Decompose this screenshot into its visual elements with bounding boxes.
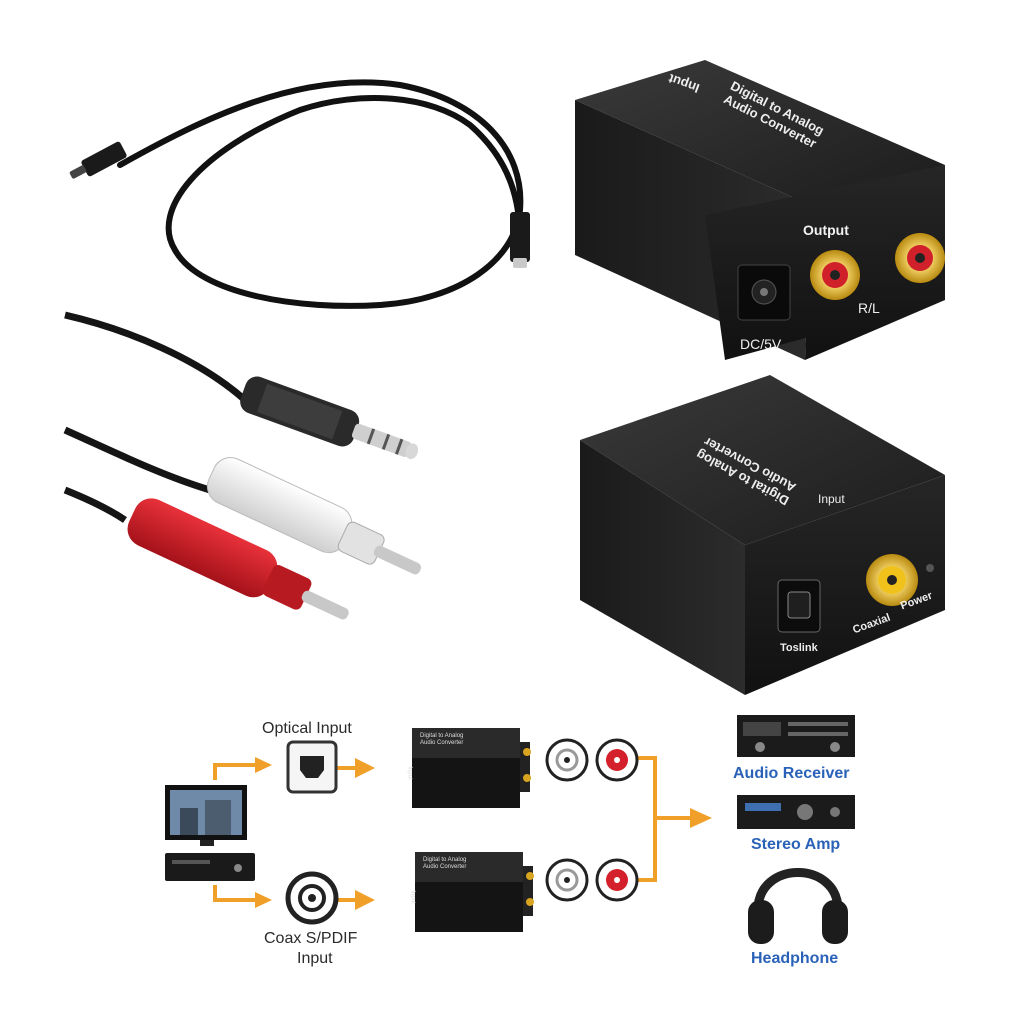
- rca-red-icon-2: [595, 858, 639, 902]
- stereo-amp-icon: [737, 795, 855, 829]
- coax-port-icon: [285, 871, 339, 925]
- converter-back-dc-label: DC/5V: [740, 336, 782, 352]
- mini-converter-2-input: Input: [409, 890, 416, 904]
- dvd-player-icon: [165, 853, 255, 881]
- converter-front-toslink-label: Toslink: [780, 642, 818, 654]
- rca-red-icon-1: [595, 738, 639, 782]
- converter-back-output-label: Output: [803, 222, 849, 238]
- stereo-amp-label: Stereo Amp: [751, 836, 841, 853]
- converter-front-device: [580, 375, 945, 695]
- optical-cable: [69, 79, 530, 309]
- mini-converter-1-input: Input: [406, 766, 413, 780]
- headphone-icon: [748, 868, 848, 944]
- mini-converter-2-title: Digital to Analog Audio Converter: [423, 857, 467, 870]
- coax-input-label-line1: Coax S/PDIF: [264, 930, 358, 947]
- optical-port-icon: [286, 740, 338, 794]
- rca-cable: [63, 311, 422, 620]
- headphone-label: Headphone: [751, 950, 839, 967]
- converter-front-input-label: Input: [818, 492, 845, 506]
- audio-receiver-icon: [737, 715, 855, 757]
- connection-diagram: [165, 715, 855, 944]
- converter-back-rl-label: R/L: [858, 300, 880, 316]
- mini-converter-2: [415, 852, 534, 932]
- tv-icon: [165, 785, 247, 846]
- mini-converter-1: [412, 728, 531, 808]
- coax-input-label-line2: Input: [297, 950, 333, 967]
- converter-back-device: [575, 60, 945, 360]
- rca-white-icon-1: [545, 738, 589, 782]
- audio-receiver-label: Audio Receiver: [733, 765, 850, 782]
- rca-white-icon-2: [545, 858, 589, 902]
- mini-converter-1-title: Digital to Analog Audio Converter: [420, 733, 464, 746]
- optical-input-label: Optical Input: [262, 720, 352, 737]
